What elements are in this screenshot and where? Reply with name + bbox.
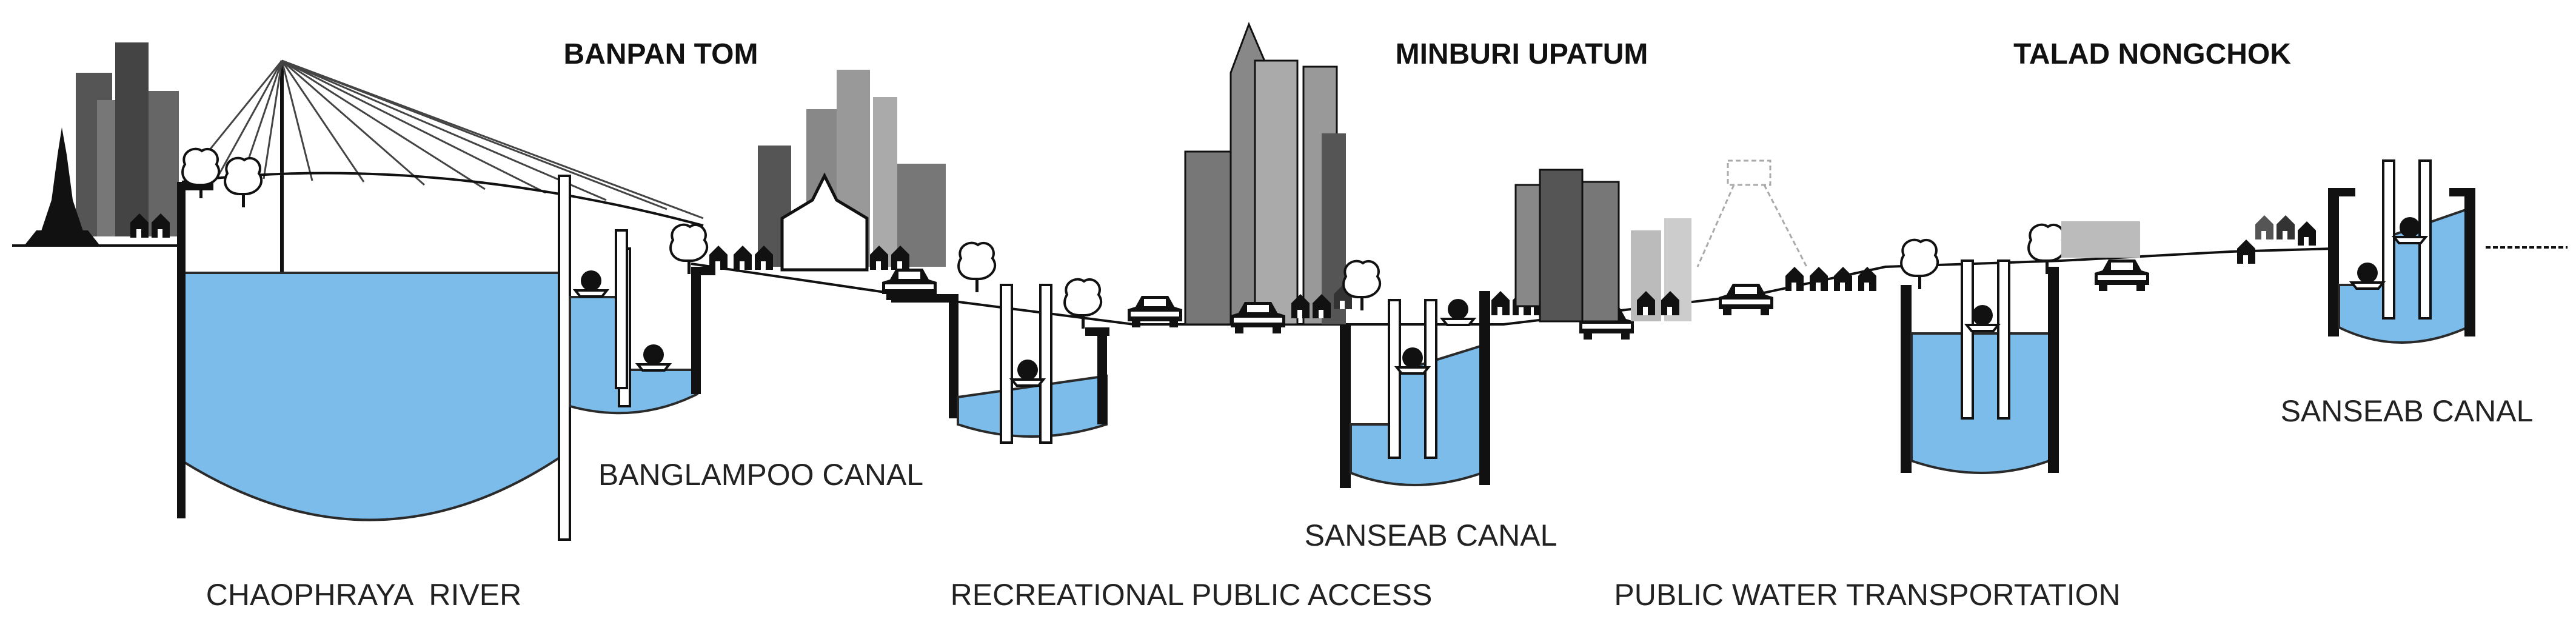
sanseab-canal-mid-section	[1340, 291, 1634, 488]
banpan-tom-skyline	[709, 70, 997, 300]
talad-canal-section	[2237, 159, 2475, 344]
recreational-canal-section	[891, 278, 1182, 444]
transport-canal-section	[1900, 221, 2149, 474]
chaophraya-river-section	[177, 147, 565, 521]
district-minburi-upatum: MINBURI UPATUM	[1396, 38, 1648, 70]
district-talad-nongchok: TALAD NONGCHOK	[2013, 38, 2291, 70]
bridge	[181, 59, 704, 273]
mid-right-skyline	[1514, 159, 1876, 323]
label-chaophraya-river: CHAOPHRAYA RIVER	[206, 578, 521, 612]
label-banglampoo-canal: BANGLAMPOO CANAL	[598, 458, 923, 492]
district-banpan-tom: BANPAN TOM	[564, 38, 758, 70]
left-skyline	[24, 42, 179, 246]
label-public-water-transportation: PUBLIC WATER TRANSPORTATION	[1614, 578, 2120, 612]
label-recreational-public-access: RECREATIONAL PUBLIC ACCESS	[951, 578, 1433, 612]
label-sanseab-canal-right: SANSEAB CANAL	[2281, 394, 2534, 428]
minburi-skyline	[1184, 21, 1382, 333]
banglampoo-canal-section	[558, 175, 715, 541]
label-sanseab-canal-mid: SANSEAB CANAL	[1305, 518, 1557, 552]
